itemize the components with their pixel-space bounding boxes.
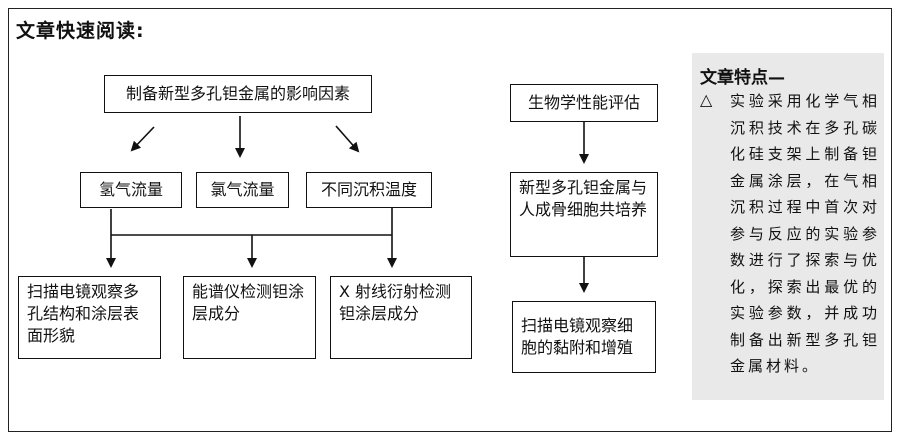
page-heading: 文章快速阅读: [16,20,145,42]
coculture-label: 新型多孔钽金属与人成骨细胞共培养 [519,178,648,219]
outer-frame [8,8,892,432]
factors-title-box: 制备新型多孔钽金属的影响因素 [104,75,372,113]
factor-box-chlorine: 氯气流量 [196,172,289,208]
coculture-box: 新型多孔钽金属与人成骨细胞共培养 [510,172,658,257]
result-box-sem: 扫描电镜观察多孔结构和涂层表面形貌 [18,276,161,359]
factor-box-hydrogen: 氢气流量 [80,172,182,208]
factor-label: 氢气流量 [98,180,163,199]
arrow-to-factor-3 [335,125,360,153]
result-label: 扫描电镜观察多孔结构和涂层表面形貌 [27,282,140,345]
features-body: 实验采用化学气相沉积技术在多孔碳化硅支架上制备钽金属涂层，在气相沉积过程中首次对… [730,92,880,375]
features-title: 文章特点— [700,68,785,88]
bio-eval-label: 生物学性能评估 [527,93,640,112]
factors-title-text: 制备新型多孔钽金属的影响因素 [125,84,350,103]
result-label: 能谱仪检测钽涂层成分 [192,282,305,323]
factor-label: 氯气流量 [210,180,275,199]
bio-eval-box: 生物学性能评估 [510,84,658,122]
arrow-to-factor-1 [130,126,155,152]
cell-sem-box: 扫描电镜观察细胞的黏附和增殖 [512,301,656,373]
triangle-icon: △ [700,90,713,109]
result-label: X 射线衍射检测钽涂层成分 [339,282,452,323]
cell-sem-label: 扫描电镜观察细胞的黏附和增殖 [521,316,634,357]
factor-box-temperature: 不同沉积温度 [306,172,432,208]
factor-label: 不同沉积温度 [320,180,417,199]
features-panel [692,53,884,400]
result-box-eds: 能谱仪检测钽涂层成分 [183,276,316,359]
result-box-xrd: X 射线衍射检测钽涂层成分 [330,276,472,359]
